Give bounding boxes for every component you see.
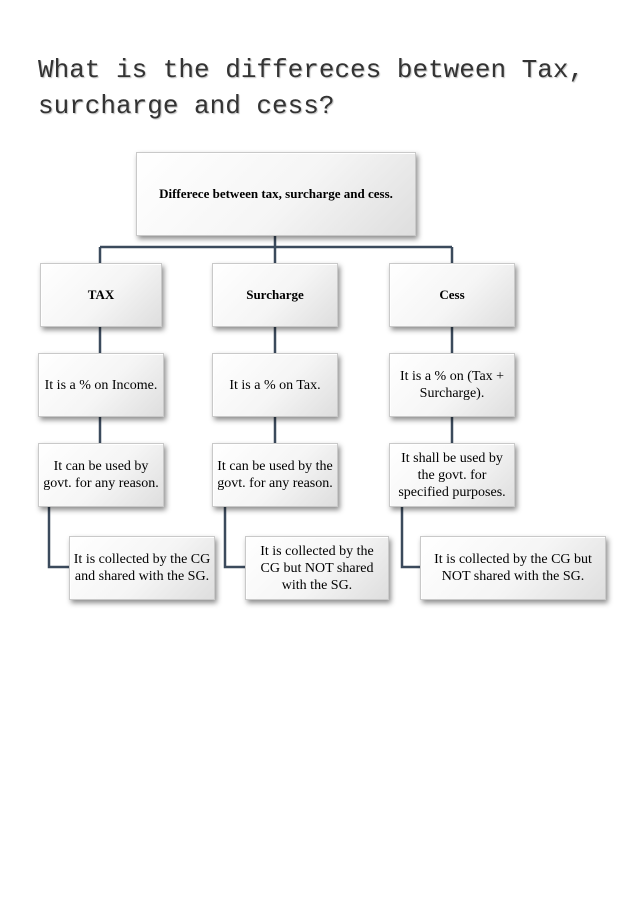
- cess-collection-label: It is collected by the CG but NOT shared…: [434, 552, 592, 584]
- surcharge-rate-node: It is a % on Tax.: [212, 353, 338, 417]
- root-node-label: Differece between tax, surcharge and ces…: [159, 186, 393, 201]
- tax-rate-label: It is a % on Income.: [44, 377, 158, 393]
- surcharge-collection-label: It is collected by the CG but NOT shared…: [260, 543, 374, 593]
- surcharge-collection-node: It is collected by the CG but NOT shared…: [245, 536, 389, 600]
- connector-tax-collection: [47, 507, 69, 569]
- tax-header-label: TAX: [87, 287, 115, 302]
- cess-collection-node: It is collected by the CG but NOT shared…: [420, 536, 606, 600]
- cess-header-label: Cess: [439, 287, 465, 302]
- surcharge-usage-label: It can be used by the govt. for any reas…: [217, 459, 333, 491]
- tax-usage-node: It can be used by govt. for any reason.: [38, 443, 164, 507]
- surcharge-rate-label: It is a % on Tax.: [229, 377, 321, 393]
- surcharge-usage-node: It can be used by the govt. for any reas…: [212, 443, 338, 507]
- connector-surcharge-collection: [223, 507, 245, 569]
- connector-cess-collection: [400, 507, 420, 569]
- cess-rate-node: It is a % on (Tax + Surcharge).: [389, 353, 515, 417]
- cess-rate-label: It is a % on (Tax + Surcharge).: [399, 369, 505, 401]
- tax-rate-node: It is a % on Income.: [38, 353, 164, 417]
- cess-usage-label: It shall be used by the govt. for specif…: [398, 450, 506, 500]
- root-node: Differece between tax, surcharge and ces…: [136, 152, 416, 236]
- surcharge-header-node: Surcharge: [212, 263, 338, 327]
- tax-usage-label: It can be used by govt. for any reason.: [43, 459, 159, 491]
- tax-collection-label: It is collected by the CG and shared wit…: [73, 552, 211, 584]
- cess-usage-node: It shall be used by the govt. for specif…: [389, 443, 515, 507]
- cess-header-node: Cess: [389, 263, 515, 327]
- surcharge-header-label: Surcharge: [246, 287, 304, 302]
- tax-collection-node: It is collected by the CG and shared wit…: [69, 536, 215, 600]
- page-title: What is the differeces between Tax, surc…: [38, 55, 585, 121]
- tax-header-node: TAX: [40, 263, 162, 327]
